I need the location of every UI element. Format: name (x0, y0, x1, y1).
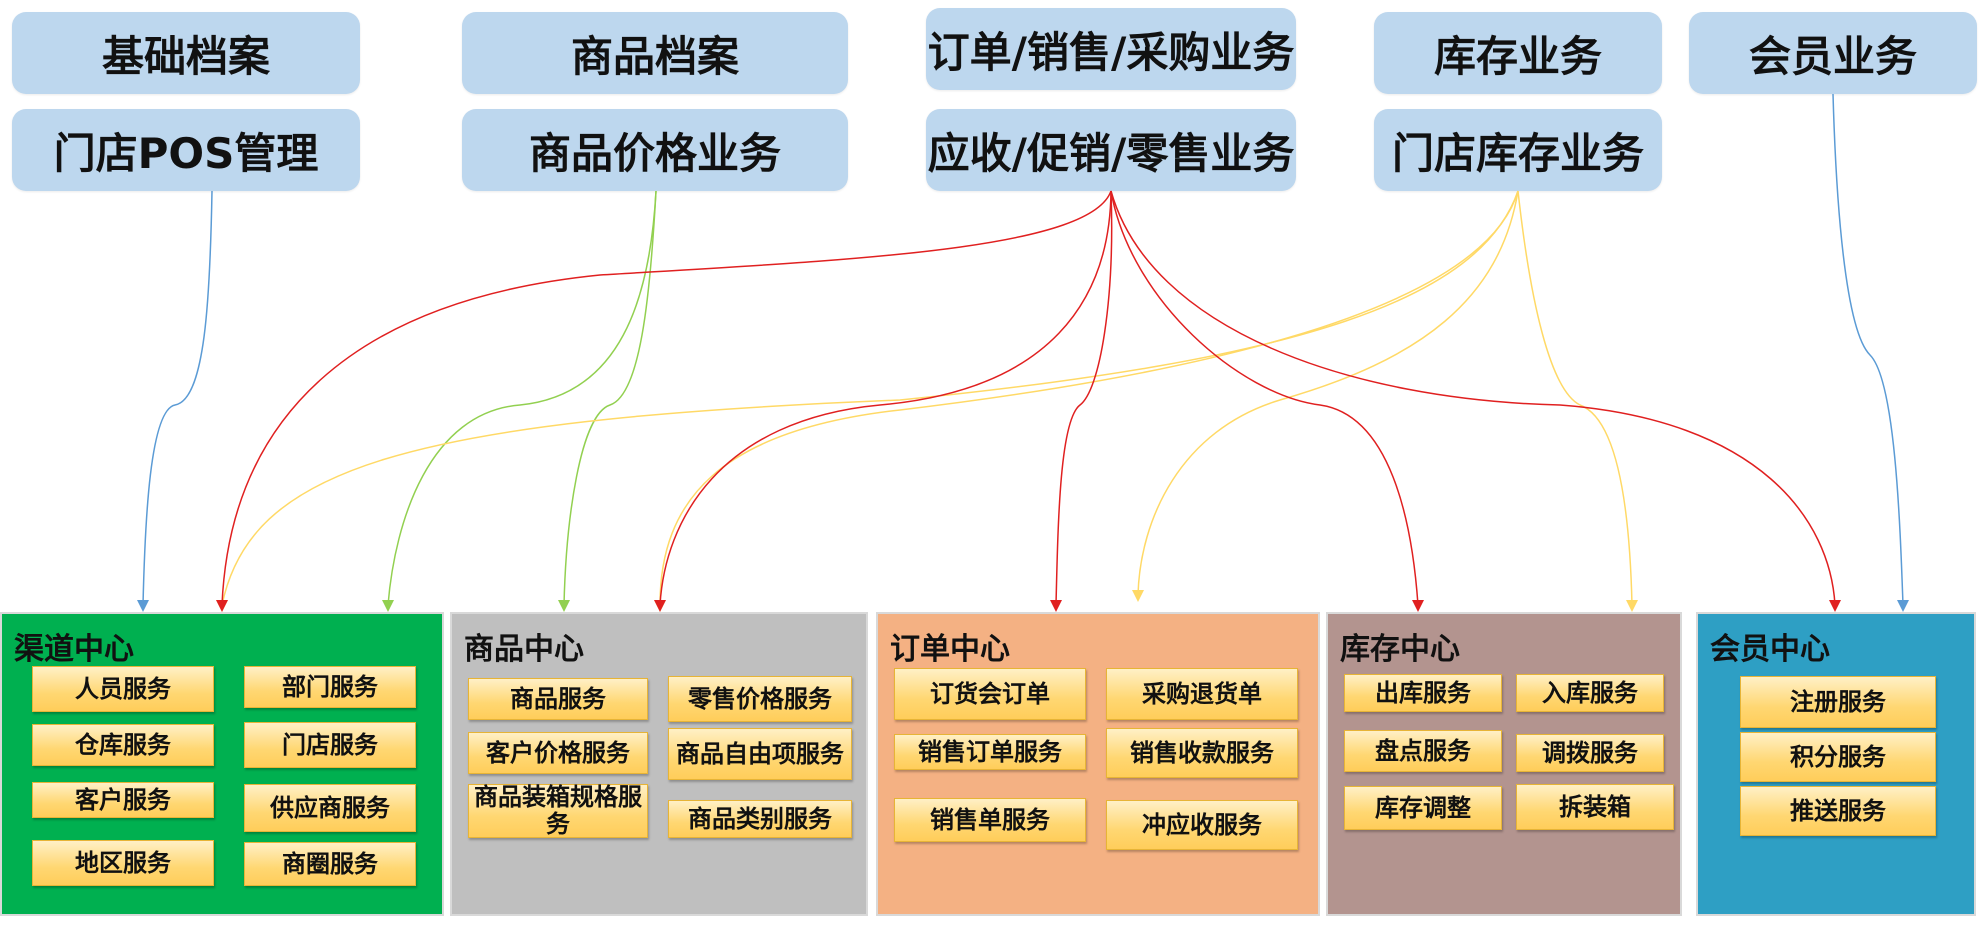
service-sales-order: 销售订单服务 (894, 734, 1086, 770)
arrow-store-inventory-to-inventory (1517, 190, 1633, 606)
arrow-receivable-to-inventory (1110, 190, 1419, 606)
receivable-promo-retail-box: 应收/促销/零售业务 (926, 109, 1296, 191)
service-customer: 客户服务 (32, 782, 214, 818)
arrow-store-inventory-to-goods (659, 190, 1519, 606)
goods-center: 商品中心 商品服务 零售价格服务 客户价格服务 商品自由项服务 商品装箱规格服务… (450, 612, 868, 916)
arrowhead-store-inventory-order (1132, 590, 1144, 602)
arrow-goods-price-to-channel (387, 190, 657, 606)
store-inventory-box: 门店库存业务 (1374, 109, 1662, 191)
member-center-title: 会员中心 (1710, 632, 1830, 667)
service-retail-price: 零售价格服务 (668, 676, 852, 722)
service-supplier: 供应商服务 (244, 784, 416, 832)
arrow-store-pos-to-channel (142, 190, 213, 606)
order-sales-purchase-box: 订单/销售/采购业务 (926, 8, 1296, 90)
store-inventory-label: 门店库存业务 (1391, 128, 1644, 178)
goods-price-label: 商品价格业务 (528, 128, 781, 178)
service-offset-receivable: 冲应收服务 (1106, 800, 1298, 850)
service-inbound: 入库服务 (1516, 674, 1664, 712)
goods-center-title: 商品中心 (464, 632, 584, 667)
service-business-circle: 商圈服务 (244, 842, 416, 886)
arrow-receivable-to-order (1055, 190, 1113, 606)
service-points: 积分服务 (1740, 732, 1936, 782)
service-purchase-return: 采购退货单 (1106, 668, 1298, 720)
basic-archive-box: 基础档案 (12, 12, 360, 94)
arrow-receivable-to-member (1110, 190, 1836, 606)
order-center-title: 订单中心 (890, 632, 1010, 667)
member-center: 会员中心 注册服务 积分服务 推送服务 (1696, 612, 1976, 916)
service-pack-unpack: 拆装箱 (1516, 784, 1674, 830)
arrowhead-member-business (1897, 600, 1909, 612)
inventory-business-box: 库存业务 (1374, 12, 1662, 94)
inventory-center-title: 库存中心 (1340, 632, 1460, 667)
arrow-store-inventory-to-channel (221, 190, 1519, 606)
arrowhead-goods-price-goods (558, 600, 570, 612)
arrowhead-receivable-inventory (1412, 600, 1424, 612)
goods-archive-box: 商品档案 (462, 12, 848, 94)
service-warehouse: 仓库服务 (32, 724, 214, 766)
goods-price-box: 商品价格业务 (462, 109, 848, 191)
service-transfer: 调拨服务 (1516, 734, 1664, 772)
service-push: 推送服务 (1740, 786, 1936, 836)
member-business-label: 会员业务 (1748, 31, 1917, 81)
service-registration: 注册服务 (1740, 676, 1936, 728)
order-sales-purchase-label: 订单/销售/采购业务 (927, 27, 1295, 77)
arrowhead-goods-price-channel (382, 600, 394, 612)
inventory-center: 库存中心 出库服务 入库服务 盘点服务 调拨服务 库存调整 拆装箱 (1326, 612, 1682, 916)
basic-archive-label: 基础档案 (101, 31, 270, 81)
service-goods-category: 商品类别服务 (668, 800, 852, 838)
arrow-member-business-to-member (1832, 93, 1904, 606)
service-store: 门店服务 (244, 722, 416, 768)
arrowhead-receivable-member (1829, 600, 1841, 612)
channel-center-title: 渠道中心 (14, 632, 134, 667)
service-goods-free-item: 商品自由项服务 (668, 728, 852, 780)
store-pos-label: 门店POS管理 (53, 128, 319, 178)
goods-archive-label: 商品档案 (570, 31, 739, 81)
service-packing-spec: 商品装箱规格服务 (468, 784, 648, 838)
arrowhead-store-pos (137, 600, 149, 612)
order-center: 订单中心 订货会订单 采购退货单 销售订单服务 销售收款服务 销售单服务 冲应收… (876, 612, 1320, 916)
service-region: 地区服务 (32, 840, 214, 886)
service-sales-bill: 销售单服务 (894, 798, 1086, 842)
store-pos-box: 门店POS管理 (12, 109, 360, 191)
arrowhead-store-inventory-inventory (1626, 600, 1638, 612)
service-order-meeting: 订货会订单 (894, 668, 1086, 720)
arrow-store-inventory-to-order (1137, 190, 1519, 596)
service-sales-collection: 销售收款服务 (1106, 728, 1298, 778)
service-stocktake: 盘点服务 (1344, 730, 1502, 772)
receivable-promo-retail-label: 应收/促销/零售业务 (927, 128, 1295, 178)
inventory-business-label: 库存业务 (1433, 31, 1602, 81)
service-department: 部门服务 (244, 666, 416, 708)
member-business-box: 会员业务 (1689, 12, 1977, 94)
service-personnel: 人员服务 (32, 666, 214, 712)
service-goods: 商品服务 (468, 678, 648, 720)
service-outbound: 出库服务 (1344, 674, 1502, 712)
service-inventory-adjust: 库存调整 (1344, 786, 1502, 830)
arrow-receivable-to-channel (221, 190, 1112, 606)
arrow-receivable-to-goods (659, 190, 1112, 606)
channel-center: 渠道中心 人员服务 部门服务 仓库服务 门店服务 客户服务 供应商服务 地区服务… (0, 612, 444, 916)
service-customer-price: 客户价格服务 (468, 732, 648, 774)
arrowhead-receivable-order (1050, 600, 1062, 612)
arrowhead-receivable-channel (216, 600, 228, 612)
arrow-goods-price-to-goods (563, 190, 657, 606)
arrowhead-receivable-goods (654, 600, 666, 612)
